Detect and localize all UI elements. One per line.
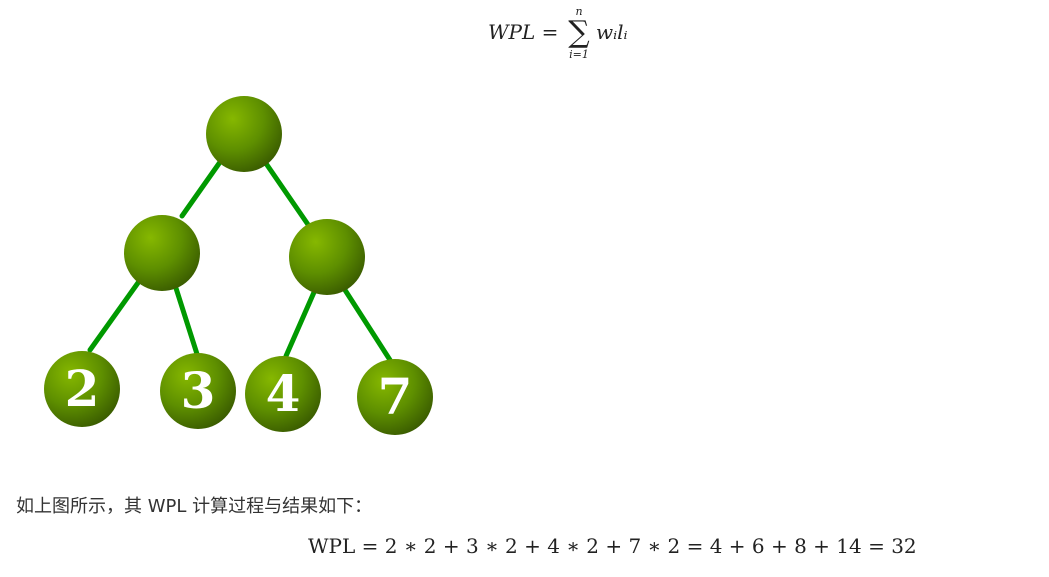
leaf-node-7-circle	[357, 359, 433, 435]
summation-lower-limit: i=1	[569, 48, 589, 61]
formula-rhs: wᵢlᵢ	[596, 20, 628, 44]
leaf-node-7-label: 7	[378, 367, 413, 426]
wpl-definition-formula: WPL = n ∑ i=1 wᵢlᵢ	[488, 6, 648, 68]
formula-lhs: WPL =	[488, 20, 559, 44]
leaf-node-3: 3	[160, 353, 236, 429]
summation-symbol: ∑	[568, 15, 590, 50]
leaf-node-3-label: 3	[181, 361, 216, 420]
edge-left-leaf-3	[172, 282, 200, 357]
huffman-tree-diagram: 2 3 4 7	[44, 96, 433, 435]
edge-root-left	[179, 152, 228, 219]
root-node	[206, 96, 282, 172]
leaf-node-7: 7	[357, 359, 433, 435]
tree-edges	[87, 152, 393, 363]
leaf-node-4-label: 4	[266, 364, 301, 423]
leaf-node-2: 2	[44, 351, 120, 427]
summation-upper-limit: n	[575, 5, 583, 18]
edge-root-right	[262, 159, 312, 229]
edge-right-leaf-4	[283, 287, 318, 359]
summation: n ∑ i=1	[564, 6, 594, 62]
leaf-node-4-circle	[245, 356, 321, 432]
edge-left-leaf-2	[87, 277, 143, 353]
internal-node-left	[124, 215, 200, 291]
leaf-node-4: 4	[245, 356, 321, 432]
internal-node-right	[289, 219, 365, 295]
leaf-node-2-label: 2	[65, 359, 100, 418]
edge-right-leaf-7	[342, 287, 393, 363]
wpl-calculation-formula: WPL = 2 ∗ 2 + 3 ∗ 2 + 4 ∗ 2 + 7 ∗ 2 = 4 …	[308, 534, 917, 558]
explanation-caption: 如上图所示，其 WPL 计算过程与结果如下：	[16, 496, 373, 517]
leaf-node-3-circle	[160, 353, 236, 429]
leaf-node-2-circle	[44, 351, 120, 427]
